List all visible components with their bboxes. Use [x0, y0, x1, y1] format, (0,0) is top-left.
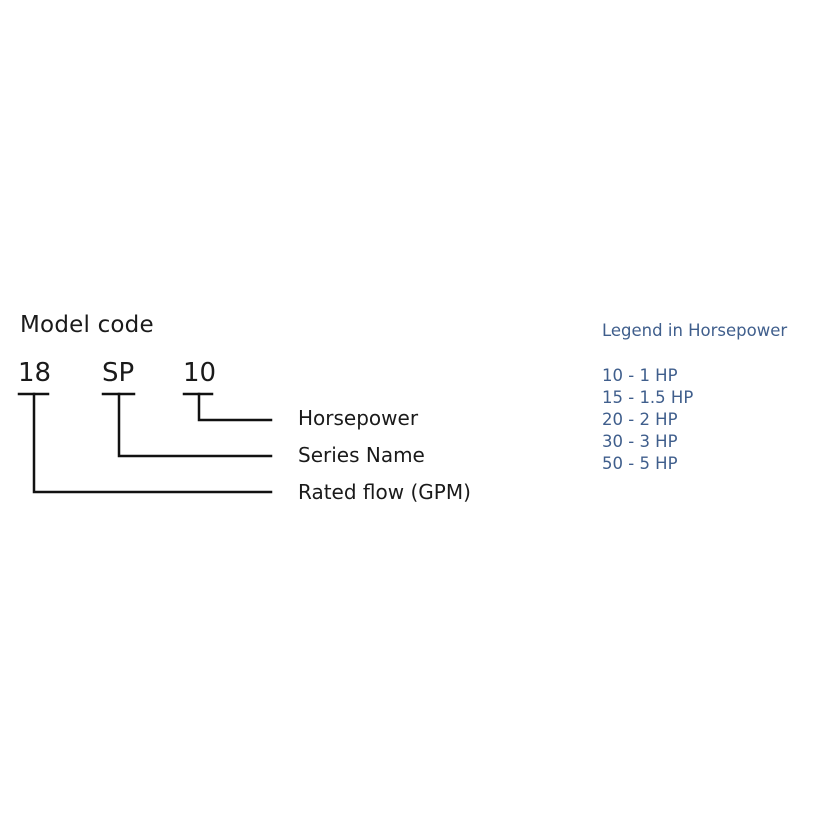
legend-list: 10 - 1 HP 15 - 1.5 HP 20 - 2 HP 30 - 3 H… [602, 365, 693, 475]
legend-item: 15 - 1.5 HP [602, 388, 694, 407]
label-series-name: Series Name [298, 443, 425, 467]
code-part-flow: 18 [18, 358, 52, 388]
connector-flow [32, 392, 273, 494]
code-part-horsepower: 10 [183, 358, 217, 388]
connector-series [117, 392, 273, 458]
label-horsepower: Horsepower [298, 406, 419, 430]
legend-item: 50 - 5 HP [602, 454, 678, 473]
label-rated-flow: Rated flow (GPM) [298, 480, 471, 504]
legend-item: 20 - 2 HP [602, 410, 678, 429]
connector-horsepower [197, 392, 273, 422]
legend-item: 30 - 3 HP [602, 432, 678, 451]
legend-title: Legend in Horsepower [602, 321, 788, 340]
legend-item: 10 - 1 HP [602, 366, 678, 385]
model-code-title: Model code [20, 312, 154, 338]
code-part-series: SP [102, 358, 135, 388]
